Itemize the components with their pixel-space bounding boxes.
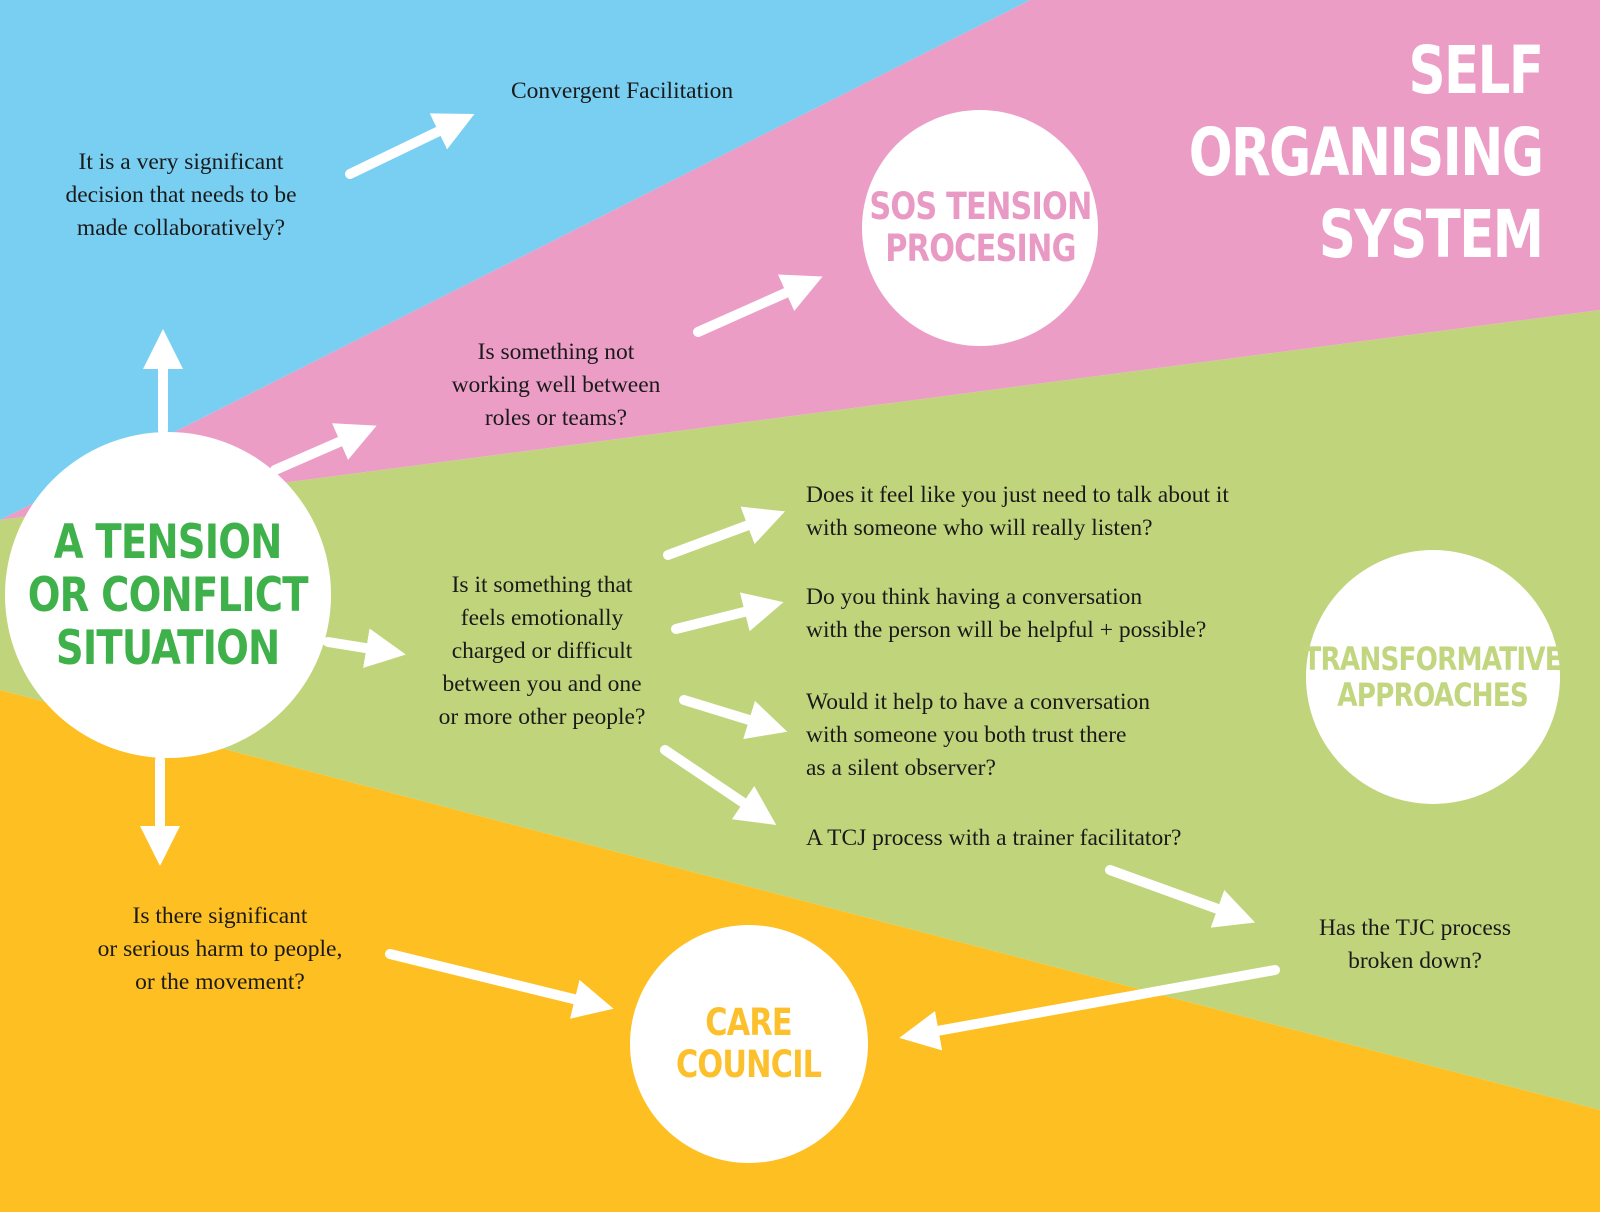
green-region <box>0 310 1600 1110</box>
blue-region <box>0 0 1030 520</box>
arrow-to-roles <box>270 423 377 475</box>
title-line: ORGANISING <box>1188 114 1543 191</box>
broken-down-question: Has the TJC process broken down? <box>1318 915 1512 974</box>
node-label: SOS TENSION <box>868 185 1092 228</box>
arrow-to-talk <box>663 506 785 560</box>
title-line: SELF <box>1408 32 1544 109</box>
transformative-approaches-node: TRANSFORMATIVE APPROACHES <box>1303 550 1563 804</box>
conversation-question: Do you think having a conversation with … <box>806 584 1207 643</box>
arrow-harm-to-care <box>385 949 614 1019</box>
pink-region <box>0 0 1600 520</box>
arrow-to-tcj <box>660 745 777 825</box>
observer-question: Would it help to have a conversation wit… <box>806 689 1150 781</box>
node-label: TRANSFORMATIVE <box>1303 640 1563 678</box>
node-label: SITUATION <box>56 620 280 676</box>
not-working-question: Is something not working well between ro… <box>451 339 661 431</box>
page-title: SELF ORGANISING SYSTEM <box>1188 30 1544 276</box>
node-label: COUNCIL <box>676 1043 822 1086</box>
sos-tension-processing-node: SOS TENSION PROCESING <box>862 110 1098 346</box>
arrow-to-conversation <box>671 592 784 634</box>
arrow-broken-to-care <box>899 965 1280 1051</box>
significant-decision-question: It is a very significant decision that n… <box>65 149 297 241</box>
care-council-node: CARE COUNCIL <box>630 925 868 1163</box>
talk-question: Does it feel like you just need to talk … <box>806 482 1229 541</box>
convergent-facilitation-label: Convergent Facilitation <box>511 78 734 104</box>
emotional-question: Is it something that feels emotionally c… <box>438 572 646 730</box>
node-label: CARE <box>705 1001 793 1044</box>
arrow-to-convergent <box>345 113 475 179</box>
node-label: A TENSION <box>54 514 283 570</box>
arrow-to-sos <box>693 274 823 337</box>
node-label: APPROACHES <box>1337 676 1530 714</box>
tension-conflict-node: A TENSION OR CONFLICT SITUATION <box>5 432 331 758</box>
arrow-to-emotional <box>323 628 406 668</box>
harm-question: Is there significant or serious harm to … <box>97 903 343 995</box>
node-label: PROCESING <box>884 227 1076 270</box>
arrow-to-observer <box>679 695 788 740</box>
node-label: OR CONFLICT <box>28 567 309 623</box>
tcj-question: A TCJ process with a trainer facilitator… <box>806 825 1182 851</box>
arrow-to-broken <box>1105 865 1256 928</box>
title-line: SYSTEM <box>1318 196 1543 273</box>
